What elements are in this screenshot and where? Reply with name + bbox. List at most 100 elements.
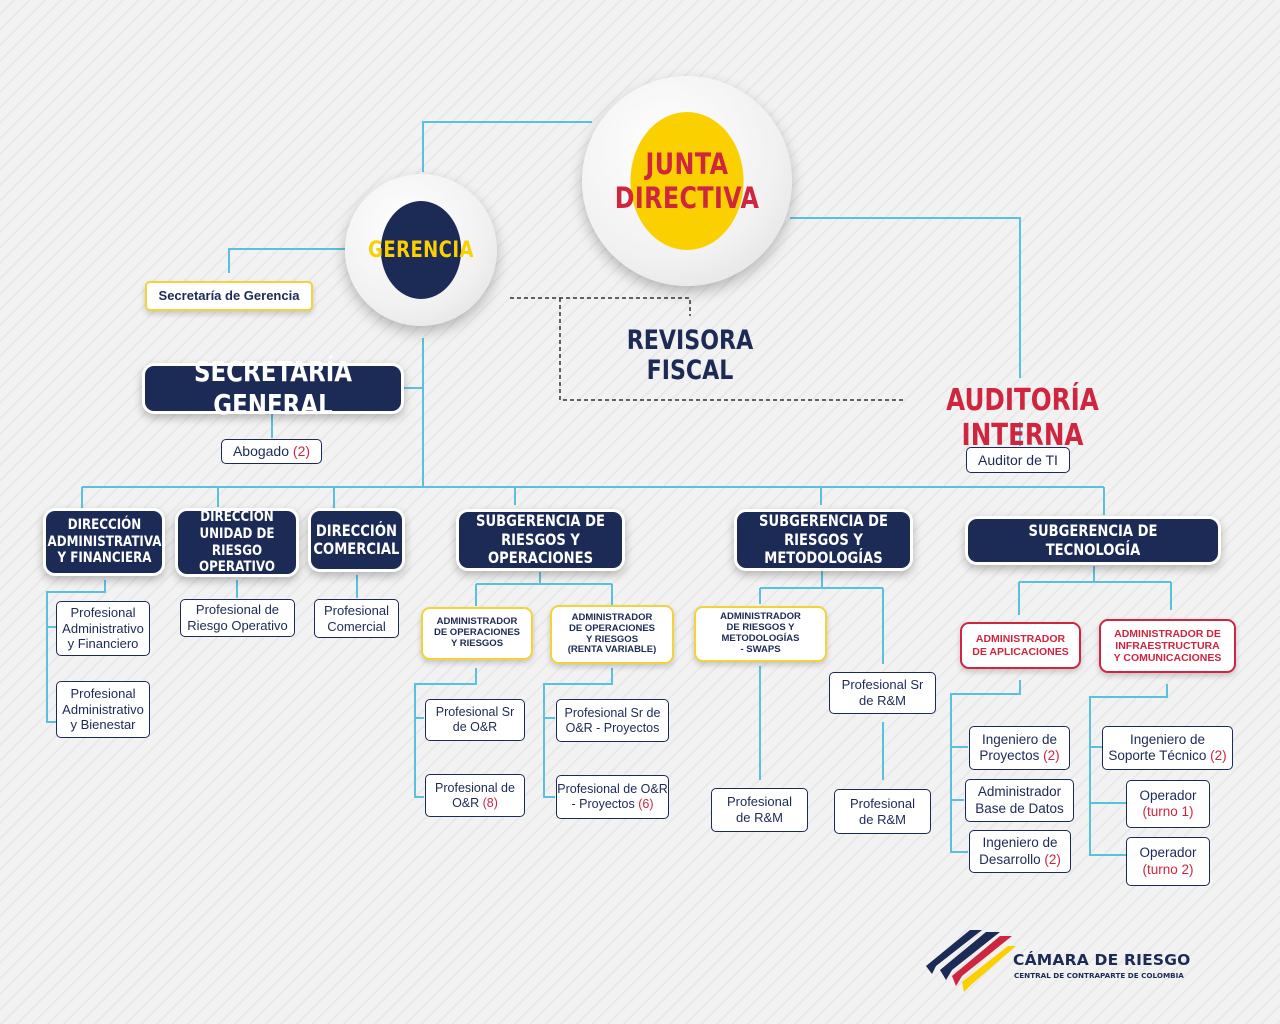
ing-des-line1: Ingeniero de: [982, 835, 1058, 851]
prof-sr-or-line2: de O&R: [452, 720, 498, 734]
prof-sr-or-line1: Profesional Sr: [435, 705, 515, 719]
junta-line1: JUNTA: [645, 146, 729, 181]
admin-apl-line1: ADMINISTRADOR: [975, 633, 1066, 646]
revisora-fiscal-label: REVISORA FISCAL: [610, 326, 770, 385]
ing-proy-line1: Ingeniero de: [981, 731, 1058, 747]
ing-proyectos-box: Ingeniero de Proyectos (2): [969, 726, 1070, 770]
prof-orp-count: (6): [638, 797, 654, 811]
secretaria-gerencia-label: Secretaría de Gerencia: [158, 287, 300, 303]
prof-or-count: (8): [482, 795, 498, 810]
prof-or-box: Profesional de O&R (8): [425, 774, 525, 817]
prof-or-line2: O&R: [452, 795, 480, 810]
auditoria-interna-label: AUDITORÍA INTERNA: [895, 383, 1150, 453]
ing-sop-line2: Soporte Técnico: [1108, 748, 1207, 763]
secretaria-gerencia-box: Secretaría de Gerencia: [145, 281, 313, 311]
ing-des-count: (2): [1044, 851, 1061, 867]
admin-op-line1: ADMINISTRADOR: [436, 616, 518, 628]
ing-desarrollo-box: Ingeniero de Desarrollo (2): [969, 830, 1071, 873]
sub-met-line1: SUBGERENCIA DE: [759, 511, 888, 531]
dir-comercial-line2: COMERCIAL: [313, 539, 400, 558]
direccion-riesgo-operativo-box: DIRECCIÓN UNIDAD DE RIESGO OPERATIVO: [178, 509, 296, 576]
prof-admin-bien-line2: Administrativo: [62, 701, 144, 717]
ing-sop-line1: Ingeniero de: [1129, 731, 1206, 747]
admin-infraestructura-box: ADMINISTRADOR DE INFRAESTRUCTURA Y COMUN…: [1099, 619, 1236, 673]
admin-operaciones-riesgos-box: ADMINISTRADOR DE OPERACIONES Y RIESGOS: [421, 607, 533, 660]
prof-rm-box-1: Profesional de R&M: [711, 788, 808, 832]
prof-riesgo-operativo-box: Profesional de Riesgo Operativo: [180, 599, 295, 637]
ing-soporte-tecnico-box: Ingeniero de Soporte Técnico (2): [1102, 726, 1233, 770]
secretaria-general-label: SECRETARÍA GENERAL: [193, 355, 353, 421]
sub-met-line2: RIESGOS Y METODOLOGÍAS: [764, 529, 883, 568]
prof-comercial-box: Profesional Comercial: [314, 599, 399, 638]
admin-swaps-line4: - SWAPS: [740, 643, 781, 655]
secretaria-general-box: SECRETARÍA GENERAL: [145, 356, 401, 420]
sub-tec-line1: SUBGERENCIA DE TECNOLOGÍA: [1028, 521, 1158, 559]
dir-riesgo-line1: DIRECCIÓN: [200, 509, 274, 526]
auditoria-text: AUDITORÍA INTERNA: [946, 383, 1099, 453]
abogado-box: Abogado (2): [221, 439, 322, 464]
op1-line2: (turno 1): [1142, 804, 1194, 819]
op2-line1: Operador: [1139, 845, 1197, 861]
prof-admin-bien-line3: y Bienestar: [70, 717, 136, 733]
ing-proy-line2: Proyectos: [979, 748, 1040, 763]
prof-rm2-line2: de R&M: [859, 811, 906, 827]
abogado-label: Abogado: [232, 443, 290, 460]
prof-rm1-line1: Profesional: [726, 794, 793, 810]
admin-operaciones-renta-variable-box: ADMINISTRADOR DE OPERACIONES Y RIESGOS (…: [550, 605, 674, 664]
junta-line2: DIRECTIVA: [614, 181, 760, 215]
admin-rv-line4: (RENTA VARIABLE): [567, 644, 657, 656]
op2-line2: (turno 2): [1142, 861, 1194, 877]
operador-turno2-box: Operador (turno 2): [1126, 837, 1210, 886]
abogado-count: (2): [292, 443, 311, 460]
admin-swaps-line3: METODOLOGÍAS: [721, 633, 800, 644]
admin-inf-line3: Y COMUNICACIONES: [1113, 652, 1222, 665]
admin-apl-line2: DE APLICACIONES: [972, 645, 1069, 658]
ing-proy-count: (2): [1043, 748, 1060, 763]
prof-admin-financiero-box: Profesional Administrativo y Financiero: [56, 601, 150, 656]
prof-sr-rm-line1: Profesional Sr: [841, 677, 924, 693]
revisora-line1: REVISORA: [626, 325, 754, 356]
admin-op-line2: DE OPERACIONES: [433, 627, 521, 639]
admin-rv-line1: ADMINISTRADOR: [571, 611, 653, 623]
subgerencia-riesgos-metodologias-box: SUBGERENCIA DE RIESGOS Y METODOLOGÍAS: [737, 512, 910, 568]
dir-admin-line3: Y FINANCIERA: [56, 550, 152, 567]
prof-rm-box-2: Profesional de R&M: [834, 789, 931, 834]
prof-rm1-line2: de R&M: [736, 810, 783, 825]
direccion-administrativa-box: DIRECCIÓN ADMINISTRATIVA Y FINANCIERA: [46, 511, 162, 573]
prof-sr-or-box: Profesional Sr de O&R: [425, 699, 525, 741]
sub-ops-line2: RIESGOS Y OPERACIONES: [487, 529, 594, 568]
ing-des-line2: Desarrollo: [979, 851, 1041, 867]
gerencia-node: GERENCIA: [345, 174, 497, 326]
dir-comercial-line1: DIRECCIÓN: [315, 520, 398, 540]
admin-rv-line2: DE OPERACIONES: [568, 622, 656, 634]
prof-sr-rm-line2: de R&M: [859, 693, 906, 708]
auditor-ti-box: Auditor de TI: [966, 447, 1070, 473]
prof-sr-or-proyectos-box: Profesional Sr de O&R - Proyectos: [556, 699, 669, 742]
admin-inf-line2: INFRAESTRUCTURA: [1115, 639, 1220, 652]
prof-admin-fin-line1: Profesional: [70, 605, 136, 621]
prof-riesgo-line1: Profesional de: [195, 602, 280, 618]
operador-turno1-box: Operador (turno 1): [1126, 780, 1210, 828]
prof-or-line1: Profesional de: [435, 780, 515, 795]
prof-sr-orp-line1: Profesional Sr de: [564, 705, 661, 720]
prof-rm2-line1: Profesional: [849, 795, 916, 811]
dir-admin-line2: ADMINISTRATIVA: [47, 533, 161, 550]
prof-admin-fin-line3: y Financiero: [67, 636, 139, 652]
subgerencia-riesgos-operaciones-box: SUBGERENCIA DE RIESGOS Y OPERACIONES: [459, 512, 622, 568]
junta-directiva-node: JUNTA DIRECTIVA: [582, 76, 792, 286]
ing-sop-count: (2): [1210, 748, 1227, 763]
prof-comercial-line2: Comercial: [327, 618, 386, 634]
revisora-line2: FISCAL: [646, 354, 734, 386]
dir-riesgo-line2: UNIDAD DE RIESGO: [199, 525, 275, 559]
prof-sr-rm-box: Profesional Sr de R&M: [829, 672, 936, 714]
prof-orp-line2: - Proyectos: [571, 797, 635, 811]
gerencia-label: GERENCIA: [368, 237, 474, 263]
dir-riesgo-line3: OPERATIVO: [198, 559, 276, 576]
op1-line1: Operador: [1139, 787, 1197, 803]
logo-tagline: CENTRAL DE CONTRAPARTE DE COLOMBIA: [1014, 971, 1184, 980]
abd-line1: Administrador: [977, 784, 1062, 800]
logo-name: CÁMARA DE RIESGO: [1013, 951, 1191, 969]
prof-riesgo-line2: Riesgo Operativo: [187, 618, 288, 633]
